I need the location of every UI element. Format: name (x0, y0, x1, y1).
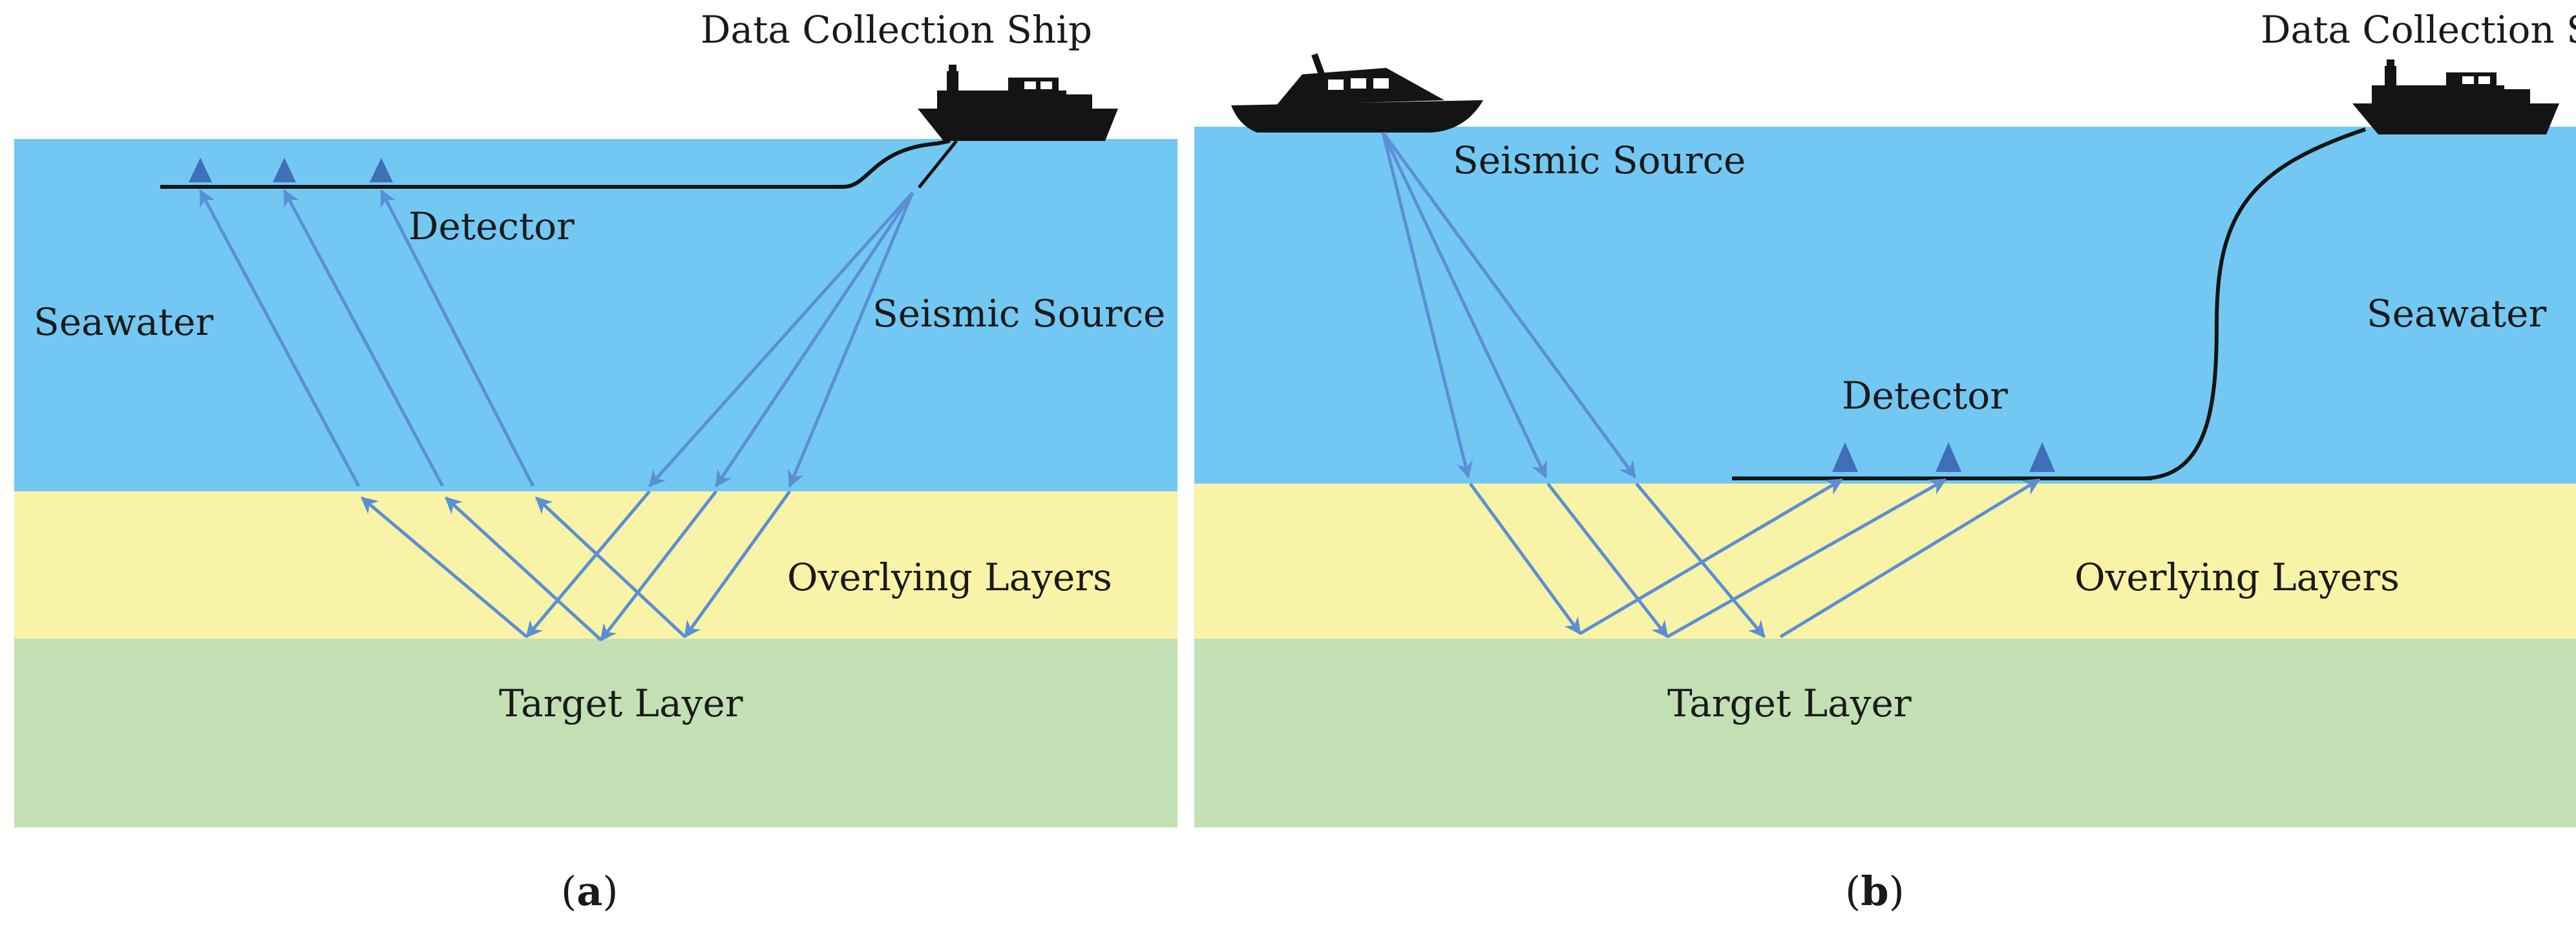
overlying-layer-a (14, 491, 1177, 639)
rays-up-b (1579, 478, 2041, 639)
rays-up-a (198, 189, 686, 641)
triangle-detector-icon (1832, 442, 1858, 472)
overlying-layers-label-b: Overlying Layers (2075, 555, 2400, 599)
seismic-source-label-b: Seismic Source (1453, 138, 1746, 182)
overlying-layers-label-a: Overlying Layers (787, 555, 1112, 599)
detector-label-a: Detector (408, 204, 575, 248)
detector-label-b: Detector (1842, 374, 2008, 418)
seawater-label-a: Seawater (34, 300, 213, 344)
seawater-label-b: Seawater (2367, 292, 2546, 336)
triangle-detector-icon (1936, 442, 1961, 472)
caption-b: (b) (1845, 868, 1905, 915)
target-layer-label-b: Target Layer (1667, 681, 1912, 725)
ship-icon (918, 65, 1118, 141)
triangle-detector-icon (273, 158, 296, 182)
caption-a: (a) (561, 868, 618, 915)
target-layer-b (1194, 639, 2576, 828)
motorboat-icon (1231, 53, 1483, 133)
target-layer-a (14, 639, 1177, 828)
source-tow-line-a (918, 140, 958, 189)
overlying-layer-b (1194, 484, 2576, 639)
triangle-detector-icon (189, 158, 212, 182)
seismic-source-label-a: Seismic Source (872, 292, 1165, 336)
ship-icon (2352, 59, 2559, 134)
ship-label-a: Data Collection Ship (701, 8, 1092, 52)
rays-down-b (1381, 131, 1766, 639)
triangle-detector-icon (370, 158, 393, 182)
ship-label-b: Data Collection Ship (2261, 8, 2576, 52)
panel-b: Data Collection Ship Seismic Source Seaw… (1194, 8, 2576, 915)
target-layer-label-a: Target Layer (499, 681, 743, 725)
seabed-cable-b (2142, 127, 2366, 480)
panel-a: Data Collection Ship Detector Seawater S… (14, 8, 1177, 915)
rays-down-a (525, 191, 914, 642)
streamer-cable-a (160, 139, 951, 189)
triangle-detector-icon (2029, 442, 2055, 472)
